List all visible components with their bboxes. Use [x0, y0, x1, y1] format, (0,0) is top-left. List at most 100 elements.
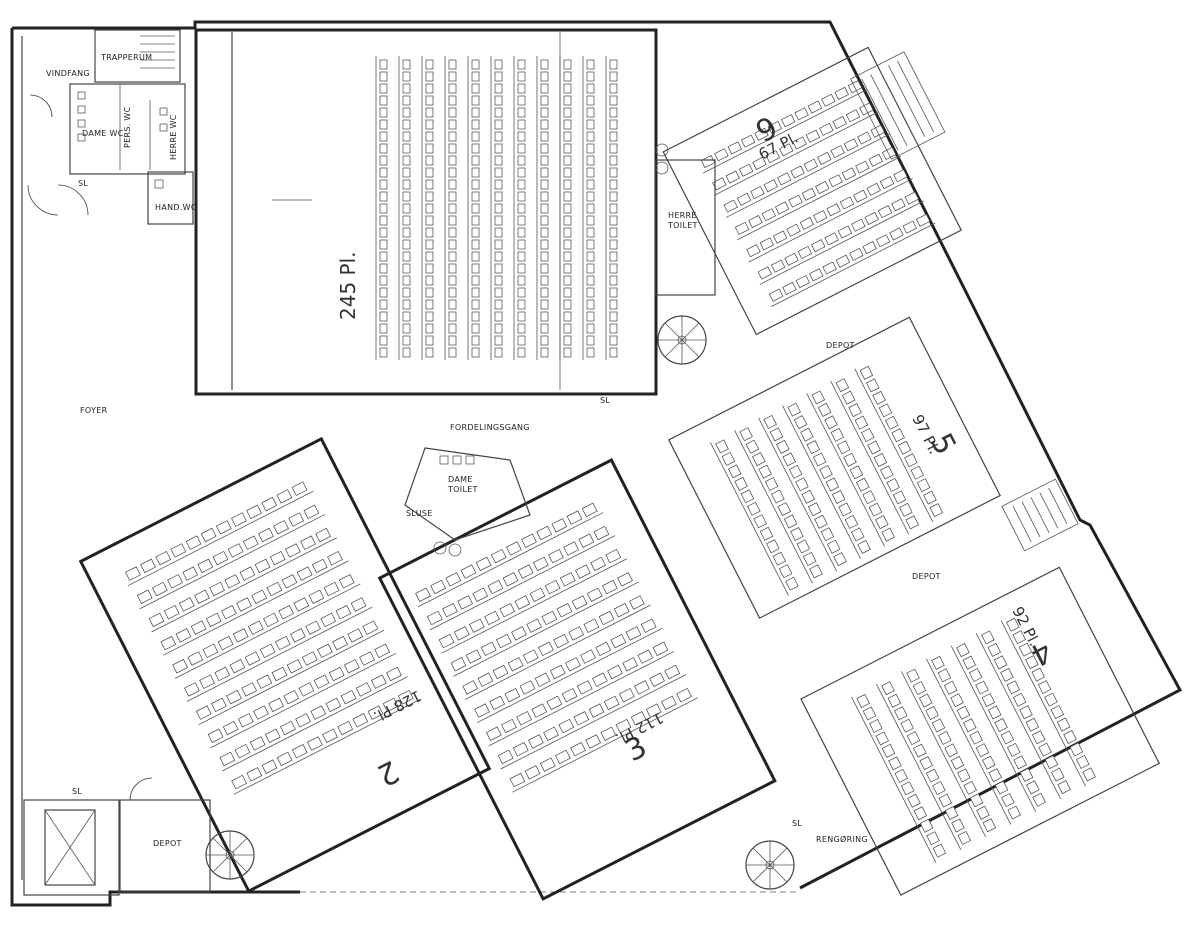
hall-2-capacity: 128 Pl. [370, 686, 424, 725]
seat [271, 666, 288, 682]
seat [477, 672, 494, 687]
seat [843, 452, 857, 467]
seat [140, 558, 156, 574]
seat [875, 515, 889, 530]
seat [379, 275, 388, 286]
seat [402, 155, 411, 166]
seat [484, 610, 500, 626]
seat [923, 490, 937, 505]
seat [752, 156, 767, 170]
seat [925, 706, 939, 720]
seat [337, 720, 354, 736]
seat [802, 551, 817, 566]
seat [517, 95, 526, 106]
seat [379, 203, 388, 214]
seat [540, 59, 549, 70]
seat [661, 695, 677, 711]
seat-row-line [748, 178, 913, 263]
label-herre-toilet-2: TOILET [667, 221, 698, 230]
hall-1 [194, 28, 658, 396]
seat [448, 347, 457, 358]
seat [236, 597, 252, 612]
seat [494, 323, 503, 334]
seat [981, 693, 996, 708]
seat [184, 682, 200, 697]
seat [957, 768, 971, 783]
seat [881, 527, 895, 542]
seat [836, 440, 851, 455]
label-sl-mid: SL [600, 396, 610, 405]
seat [425, 191, 434, 202]
seat [519, 680, 536, 695]
seat [870, 124, 885, 138]
seat [609, 155, 618, 166]
hall-3 [377, 458, 777, 901]
seat [448, 275, 457, 286]
seat [402, 179, 411, 190]
seat [634, 680, 650, 695]
seat [831, 490, 846, 504]
seat [442, 603, 458, 618]
label-rengoring: RENGØRING [816, 834, 868, 844]
seat [575, 564, 591, 579]
seat [982, 818, 997, 833]
seat [448, 71, 457, 82]
seat [425, 251, 434, 262]
seat-row-line [830, 380, 910, 535]
seat [362, 620, 379, 635]
seat [797, 245, 813, 260]
seat [266, 581, 283, 597]
seat [517, 143, 526, 154]
seat [516, 711, 532, 726]
label-sl-top: SL [78, 179, 88, 188]
seat [462, 680, 479, 695]
seat [248, 620, 264, 635]
seat [246, 504, 262, 520]
seat [402, 95, 411, 106]
seat [888, 756, 902, 771]
seat [778, 564, 793, 579]
seat [379, 287, 388, 298]
seat [379, 239, 388, 250]
seat [750, 185, 765, 200]
seat [231, 512, 247, 527]
seat [887, 693, 902, 708]
seat [807, 100, 823, 114]
seat [875, 234, 891, 248]
seat [471, 239, 480, 250]
seat [609, 215, 618, 226]
seat-row-line [710, 442, 789, 596]
room-labels: VINDFANG TRAPPERUM DAME WC PERS. WC HERR… [46, 53, 940, 848]
seat [415, 587, 431, 602]
seat [327, 550, 343, 566]
seat [745, 439, 760, 454]
seat [494, 251, 503, 262]
seat [494, 275, 503, 286]
seat [548, 548, 564, 564]
seat [830, 145, 845, 159]
seat [1000, 667, 1014, 682]
seat [511, 626, 527, 641]
seat [540, 167, 549, 178]
seat [231, 774, 248, 790]
seat [469, 618, 485, 633]
seat [586, 203, 595, 214]
seat [593, 525, 610, 541]
seat [521, 533, 537, 548]
seat [290, 628, 306, 643]
seat [291, 743, 308, 759]
seat [448, 263, 457, 274]
seat [471, 347, 480, 358]
seat [820, 527, 835, 542]
seat [489, 695, 506, 711]
seat [563, 119, 572, 130]
seat [700, 155, 716, 169]
seat [586, 323, 595, 334]
seat [379, 323, 388, 334]
seat [609, 119, 618, 130]
seat [448, 239, 457, 250]
seat [448, 191, 457, 202]
label-fordelingsgang: FORDELINGSGANG [450, 423, 530, 432]
seat [800, 427, 814, 442]
